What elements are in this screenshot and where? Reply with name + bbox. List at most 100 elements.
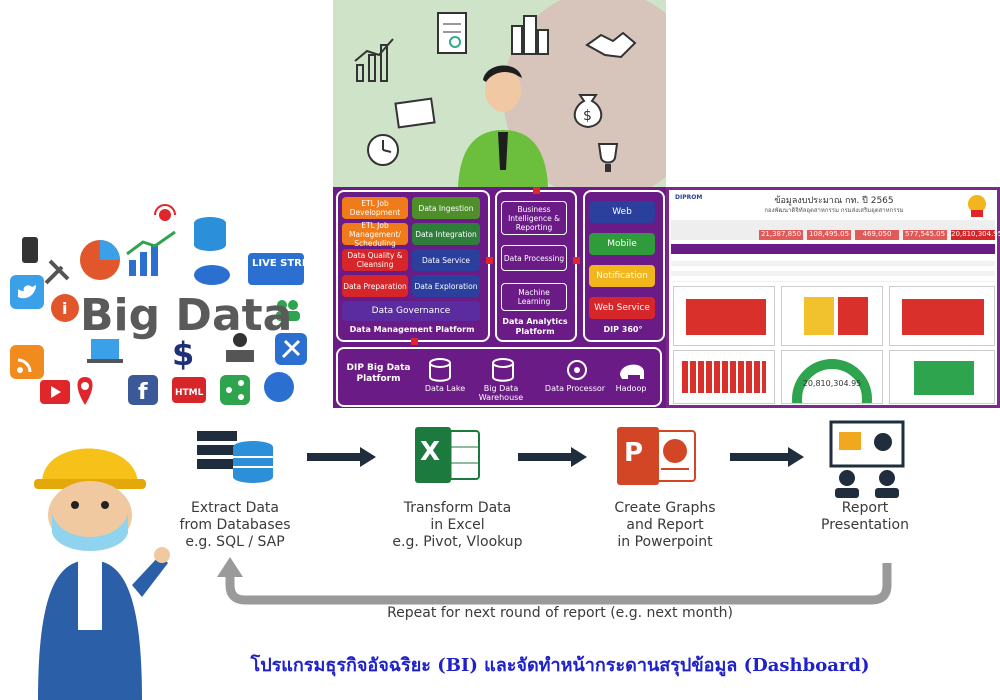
svg-text:$: $ <box>583 108 592 124</box>
engineer-character <box>34 448 170 700</box>
dashboard-subtitle: กองพัฒนาดิจิทัลอุตสาหกรรม กรมส่งเสริมอุต… <box>764 207 904 214</box>
database-servers-icon <box>197 431 273 483</box>
big-data-title: Big Data <box>80 290 293 341</box>
money-bag-icon: $ <box>573 94 603 129</box>
connector-dot <box>486 257 493 264</box>
step-extract-line3: e.g. SQL / SAP <box>185 534 285 550</box>
step-graphs: Create Graphs and Report in Powerpoint <box>585 500 745 551</box>
data-analytics-platform-label: Data Analytics Platform <box>502 317 568 336</box>
kpi-total: 577,545.05 <box>903 230 947 240</box>
live-stream-icon <box>248 253 304 285</box>
presentation-meeting-icon <box>829 420 905 498</box>
step-extract: Extract Data from Databases e.g. SQL / S… <box>160 500 310 551</box>
step-transform-line2: in Excel <box>430 517 485 533</box>
step-graphs-line2: and Report <box>626 517 704 533</box>
tile-web: Web <box>589 201 655 223</box>
step-extract-line2: from Databases <box>179 517 291 533</box>
pie-chart-icon <box>80 240 120 280</box>
tile-data-preparation: Data Preparation <box>342 275 408 297</box>
tile-mobile: Mobile <box>589 233 655 255</box>
arrow-report-to-presentation <box>730 453 790 461</box>
html-icon: HTML <box>172 377 206 403</box>
step-presentation-line1: Report <box>841 500 889 516</box>
tile-notification: Notification <box>589 265 655 287</box>
excel-icon <box>415 427 480 483</box>
repeat-loop-arrow <box>217 557 892 605</box>
database-icon <box>429 358 451 382</box>
tile-data-processing: Data Processing <box>501 245 567 271</box>
mini-chart <box>889 350 995 404</box>
share-icon <box>220 375 250 405</box>
bar-chart-icon <box>126 230 176 276</box>
connector-dot <box>533 187 540 194</box>
tile-business-intelligence: Business Intelligence & Reporting <box>501 201 567 235</box>
kpi-remaining: 20,810,304.95 <box>951 230 1000 240</box>
dip-360-box <box>583 190 665 342</box>
tile-etl-job-development: ETL Job Development <box>342 197 408 219</box>
step-graphs-line1: Create Graphs <box>614 500 716 516</box>
laptop-icon <box>87 339 123 363</box>
facebook-icon: f <box>128 375 158 405</box>
businessman-figure <box>458 65 548 187</box>
dip-big-data-platform-box <box>336 347 662 407</box>
chart-icon <box>354 38 394 82</box>
processor-icon <box>567 360 587 380</box>
store-big-data-warehouse: Big Data Warehouse <box>478 384 524 402</box>
dashboard-panel: DIPROM ข้อมูลงบประมาณ กท. ปี 2565 กองพัฒ… <box>666 187 1000 408</box>
mini-chart <box>673 350 775 404</box>
youtube-icon <box>40 380 70 404</box>
svg-text:HTML: HTML <box>175 388 204 398</box>
repeat-caption: Repeat for next round of report (e.g. ne… <box>387 605 733 621</box>
wrench-icon <box>44 259 70 285</box>
arrowhead <box>571 447 587 467</box>
user-at-desk-icon <box>226 333 254 362</box>
hadoop-elephant-icon <box>620 364 644 379</box>
step-presentation: Report Presentation <box>800 500 930 534</box>
live-stream-label: LIVE STREAM <box>252 258 327 269</box>
tile-etl-job-management: ETL Job Management/ Scheduling <box>342 221 408 248</box>
data-management-platform-label: Data Management Platform <box>349 325 475 334</box>
tile-data-ingestion: Data Ingestion <box>412 197 480 219</box>
svg-text:f: f <box>138 380 148 405</box>
twitter-icon <box>10 275 44 309</box>
tile-web-service: Web Service <box>589 297 655 319</box>
kpi-spent: 108,495.05 <box>807 230 851 240</box>
cloud-icon <box>194 265 230 285</box>
kpi-budget: 21,387,850 <box>759 230 803 240</box>
hero-illustration: $ <box>333 0 666 187</box>
excel-letter: X <box>420 437 441 467</box>
clock-icon <box>367 134 399 166</box>
big-data-cloud: i f $ HTML LIVE STREAM <box>0 185 333 410</box>
store-data-lake: Data Lake <box>424 384 466 393</box>
step-extract-line1: Extract Data <box>190 500 280 516</box>
store-data-processor: Data Processor <box>544 384 606 393</box>
tile-data-integration: Data Integration <box>412 223 480 245</box>
document-icon <box>437 12 467 54</box>
step-transform-line1: Transform Data <box>403 500 512 516</box>
arrowhead <box>788 447 804 467</box>
svg-text:i: i <box>62 299 67 318</box>
rss-icon <box>10 345 44 379</box>
users-icon <box>276 300 300 321</box>
powerpoint-icon <box>617 427 696 485</box>
location-pin-icon <box>77 377 93 405</box>
dip-platform-panel: ETL Job Development Data Ingestion ETL J… <box>333 187 666 408</box>
tools-icon <box>275 333 307 365</box>
dashboard-logo: DIPROM <box>675 194 703 201</box>
step-transform: Transform Data in Excel e.g. Pivot, Vloo… <box>375 500 540 551</box>
step-graphs-line3: in Powerpoint <box>617 534 713 550</box>
tile-data-quality: Data Quality & Cleansing <box>342 249 408 271</box>
mini-chart <box>781 286 883 346</box>
store-hadoop: Hadoop <box>615 384 647 393</box>
connector-dot <box>573 257 580 264</box>
gauge-value: 20,810,304.95 <box>802 379 862 388</box>
tile-machine-learning: Machine Learning <box>501 283 567 311</box>
dashboard-screen: DIPROM ข้อมูลงบประมาณ กท. ปี 2565 กองพัฒ… <box>669 190 1000 405</box>
arrow-extract-to-transform <box>307 453 362 461</box>
satellite-icon <box>154 204 176 221</box>
gauge-chart: 20,810,304.95 <box>781 350 883 404</box>
step-presentation-line2: Presentation <box>821 517 909 533</box>
kpi-obligated: 469,050 <box>855 230 899 240</box>
dip-360-label: DIP 360° <box>603 325 643 334</box>
handshake-icon <box>585 31 637 59</box>
